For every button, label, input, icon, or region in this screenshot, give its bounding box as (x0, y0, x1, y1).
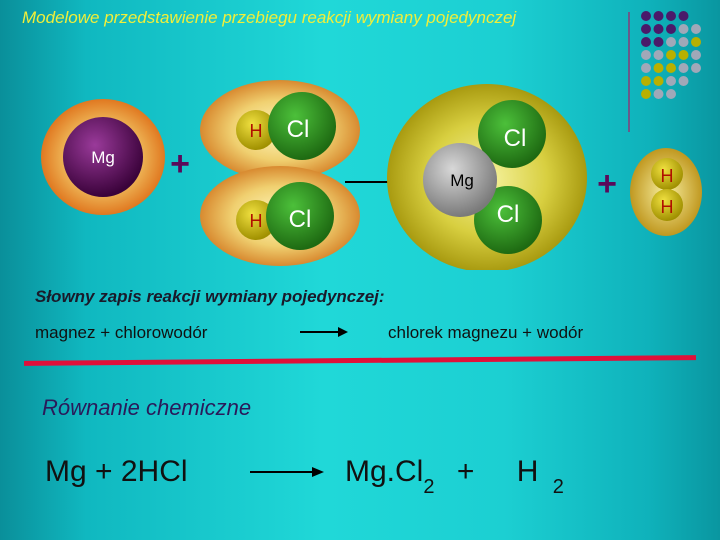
h-label-top: H (250, 121, 263, 141)
word-equation-heading: Słowny zapis reakcji wymiany pojedynczej… (35, 287, 385, 306)
h-label-bottom: H (250, 211, 263, 231)
h-atom-top (236, 110, 276, 150)
equation-heading: Równanie chemiczne (42, 395, 252, 420)
decor-dot (678, 37, 689, 47)
mg-label: Mg (91, 148, 115, 167)
decor-dot (653, 76, 664, 86)
equation-h: H (516, 455, 539, 488)
equation-h-subscript: 2 (552, 476, 564, 498)
h-atom-h2-top (651, 158, 683, 190)
h-label-h2-bottom: H (661, 197, 674, 217)
decor-dot-grid (641, 11, 701, 99)
cl-label-product-bottom: Cl (497, 201, 520, 228)
decor-dot (691, 50, 701, 60)
decor-dot (653, 37, 664, 47)
decor-dot (641, 50, 651, 60)
decor-dot (641, 89, 651, 99)
mg-atom (63, 117, 143, 197)
decor-dot (641, 37, 651, 47)
decor-dot (641, 24, 651, 34)
decor-dot (678, 24, 689, 34)
h-label-h2-top: H (661, 166, 674, 186)
word-products: chlorek magnezu + wodór (388, 323, 584, 342)
decor-dot (678, 76, 689, 86)
h-atom-h2-bottom (651, 189, 683, 221)
equation-products: Mg.Cl2 + H 2 (345, 455, 564, 498)
plus-sign-1: + (170, 145, 190, 183)
decor-dot (641, 63, 651, 73)
equation-arrow (250, 467, 324, 477)
decor-dot (691, 24, 701, 34)
decor-dot (666, 63, 676, 73)
cl-label-top: Cl (287, 116, 310, 143)
cl-label-bottom: Cl (289, 206, 312, 233)
decor-dot (691, 63, 701, 73)
decor-dot (653, 50, 664, 60)
decor-dot (666, 50, 676, 60)
decor-dot (666, 11, 676, 21)
cl-atom-product-top (478, 100, 546, 168)
mg-atom-product (423, 143, 497, 217)
decor-dot (666, 37, 676, 47)
cl-atom-bottom (266, 182, 334, 250)
separator-line (23, 355, 697, 366)
h-atom-bottom (236, 200, 276, 240)
decor-dot (666, 89, 676, 99)
decor-dot (691, 37, 701, 47)
decor-dot (678, 50, 689, 60)
equation-reactants: Mg + 2HCl (45, 455, 188, 488)
decor-dot (641, 76, 651, 86)
decor-dot (678, 11, 689, 21)
word-reactants: magnez + chlorowodór (35, 323, 208, 342)
decor-dot (653, 11, 664, 21)
equation-plus: + (456, 455, 475, 488)
cl-atom-top (268, 92, 336, 160)
decor-dot (653, 63, 664, 73)
decor-dot (641, 11, 651, 21)
reaction-model-diagram: Mg + H Cl H Cl Cl Cl Mg + H H (41, 80, 702, 270)
decor-dot (666, 24, 676, 34)
word-arrow (300, 327, 348, 337)
mg-label-product: Mg (450, 171, 474, 190)
plus-sign-2: + (597, 165, 617, 203)
decor-dot (653, 89, 664, 99)
decor-dot (678, 63, 689, 73)
cl-label-product-top: Cl (504, 125, 527, 152)
decor-line (628, 12, 630, 132)
decor-dot (666, 76, 676, 86)
cl-atom-product-bottom (474, 186, 542, 254)
equation-cl-subscript: 2 (423, 476, 435, 498)
equation-mgcl: Mg.Cl (345, 455, 424, 488)
decor-dot (653, 24, 664, 34)
slide-title: Modelowe przedstawienie przebiegu reakcj… (22, 8, 517, 27)
